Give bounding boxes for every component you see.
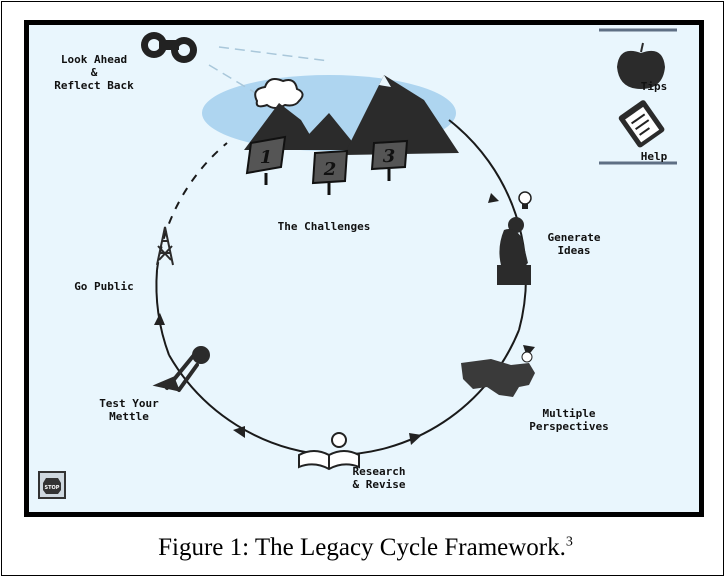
help-label[interactable]: Help: [640, 150, 668, 163]
tips-label[interactable]: Tips: [640, 80, 668, 93]
caption-text: Figure 1: The Legacy Cycle Framework.: [158, 534, 566, 561]
usa-map-icon: [461, 351, 535, 397]
caption-footnote: 3: [565, 534, 573, 550]
radio-tower-icon: [156, 226, 174, 266]
thinker-icon: [497, 217, 531, 285]
challenge-sign-3: 3: [370, 139, 409, 181]
look-ahead-label[interactable]: Look Ahead & Reflect Back: [54, 53, 134, 92]
lightbulb-icon: [518, 191, 532, 209]
cycle-arc-left: [155, 269, 170, 356]
multiple-perspectives-label[interactable]: Multiple Perspectives: [529, 407, 609, 433]
arrow-head: [154, 313, 165, 325]
generate-ideas-label[interactable]: Generate Ideas: [547, 231, 601, 257]
research-revise-label[interactable]: Research & Revise: [352, 465, 406, 491]
clipboard-icon[interactable]: [618, 99, 666, 148]
challenge-sign-number: 2: [323, 159, 337, 180]
view-ray: [208, 64, 260, 96]
challenge-sign-1: 1: [245, 135, 287, 185]
figure-caption: Figure 1: The Legacy Cycle Framework.3: [2, 534, 727, 562]
challenge-sign-2: 2: [311, 149, 349, 195]
mountains-icon: [244, 75, 459, 155]
cycle-arc-right: [448, 119, 527, 331]
open-book-icon: [298, 432, 360, 471]
stop-label: STOP: [45, 485, 60, 491]
cycle-arc-lower-right: [328, 329, 520, 457]
arrow-head: [488, 193, 499, 203]
challenge-sign-number: 1: [260, 147, 273, 168]
test-your-mettle-label[interactable]: Test Your Mettle: [99, 397, 159, 423]
arrow-head: [233, 426, 245, 438]
apple-icon[interactable]: [617, 42, 665, 89]
challenge-sign-number: 3: [383, 146, 396, 167]
view-ray: [218, 46, 330, 62]
arrow-head: [409, 433, 422, 445]
tools-icon: [152, 346, 210, 392]
cycle-diagram: 1 2 3: [38, 28, 677, 499]
stop-button[interactable]: STOP: [38, 471, 66, 499]
challenges-label[interactable]: The Challenges: [277, 220, 371, 233]
legacy-cycle-screen: 1 2 3: [24, 20, 704, 517]
cloud-icon: [254, 78, 304, 109]
binoculars-icon: [141, 32, 197, 63]
go-public-label[interactable]: Go Public: [74, 280, 134, 293]
